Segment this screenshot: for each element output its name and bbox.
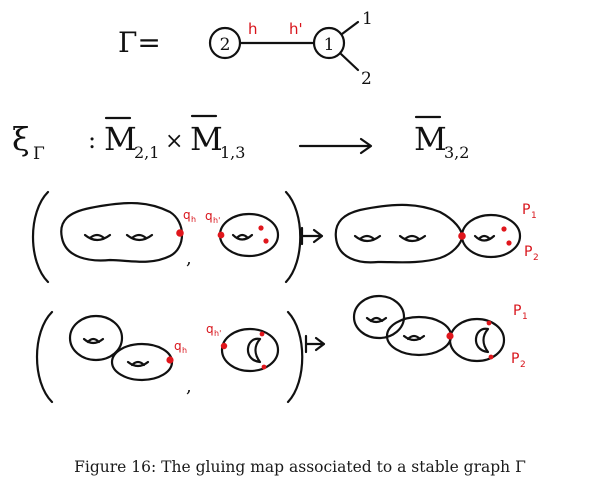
label-qh-sub: h [191, 215, 196, 224]
gluing-row-2: q h , q h' P 1 P 2 [36, 294, 528, 404]
leg-1-label: 1 [362, 9, 373, 29]
glued-marked-point-2 [506, 240, 512, 246]
maps-to-arrow [300, 226, 324, 246]
label-qh-2: q [174, 339, 182, 353]
figure-caption: Figure 16: The gluing map associated to … [74, 458, 526, 476]
map-arrow-head [359, 137, 373, 155]
target-sub: 3,2 [444, 143, 469, 162]
label-p2-sub-2: 2 [520, 360, 526, 370]
map-colon: : [88, 126, 96, 154]
gluing-row-1: q h , q h' P 1 P 2 [32, 190, 539, 284]
graph-leg-1 [340, 20, 360, 36]
right-paren-2 [286, 310, 304, 404]
genus-2-surface [60, 201, 184, 263]
vertex-right-genus: 1 [324, 35, 335, 55]
two-tori-surface [68, 314, 174, 382]
space-1-sub: 2,1 [134, 143, 159, 162]
leg-2-label: 2 [361, 69, 372, 89]
space-1-M: M [104, 120, 137, 158]
marked-point-2 [263, 238, 269, 244]
xi-subscript: Γ [33, 144, 45, 164]
node-point-qh-2 [166, 356, 174, 364]
glued-marked-point-1 [501, 226, 507, 232]
label-p1-2: P [513, 303, 521, 319]
separator-comma: , [186, 248, 192, 269]
glued-node-2 [446, 332, 454, 340]
torus-surface [218, 212, 280, 258]
glued-node-1 [458, 232, 466, 240]
target-M: M [414, 120, 447, 158]
label-p2-2: P [511, 351, 519, 367]
node-point-qhp-2 [220, 342, 228, 350]
marked-point-1-b [259, 331, 265, 337]
label-p2-sub: 2 [533, 253, 539, 263]
graph-vertex-right [312, 26, 346, 60]
graph-leg-2 [339, 52, 360, 72]
half-edge-h-prime: h' [289, 20, 303, 38]
glued-surface-1 [334, 203, 522, 264]
gluing-map-formula: ξ Γ : M 2,1 × M 1,3 M 3,2 [12, 114, 469, 164]
label-qhp-sub-2: h' [214, 329, 221, 338]
label-qh: q [183, 208, 191, 222]
space-2-M: M [190, 120, 223, 158]
left-paren-2 [36, 310, 54, 404]
label-p1-sub-2: 1 [522, 312, 528, 322]
glued-marked-point-2-b [488, 354, 494, 360]
glued-surface-2 [352, 294, 506, 363]
label-p1-sub: 1 [531, 211, 537, 221]
label-qhp: q [205, 209, 213, 223]
label-p2: P [524, 244, 532, 260]
stable-graph: Γ= 2 1 h h' 1 2 [118, 9, 373, 89]
label-qhp-sub: h' [213, 216, 220, 225]
label-qhp-2: q [206, 322, 214, 336]
half-edge-h: h [248, 20, 258, 38]
separator-comma-2: , [186, 376, 192, 397]
left-paren [32, 190, 50, 284]
maps-to-arrow-2 [304, 334, 326, 354]
right-paren [284, 190, 302, 284]
pinched-torus-surface [220, 327, 280, 373]
label-p1: P [522, 202, 530, 218]
glued-marked-point-1-b [486, 320, 492, 326]
space-2-sub: 1,3 [220, 143, 245, 162]
node-point-qh [176, 229, 184, 237]
xi-symbol: ξ [12, 120, 30, 158]
marked-point-1 [258, 225, 264, 231]
marked-point-2-b [261, 364, 267, 370]
graph-vertex-left [208, 26, 242, 60]
times-symbol: × [165, 129, 183, 154]
graph-name: Γ= [118, 26, 161, 59]
node-point-qhp [217, 231, 225, 239]
label-qh-sub-2: h [182, 346, 187, 355]
vertex-left-genus: 2 [220, 35, 231, 55]
